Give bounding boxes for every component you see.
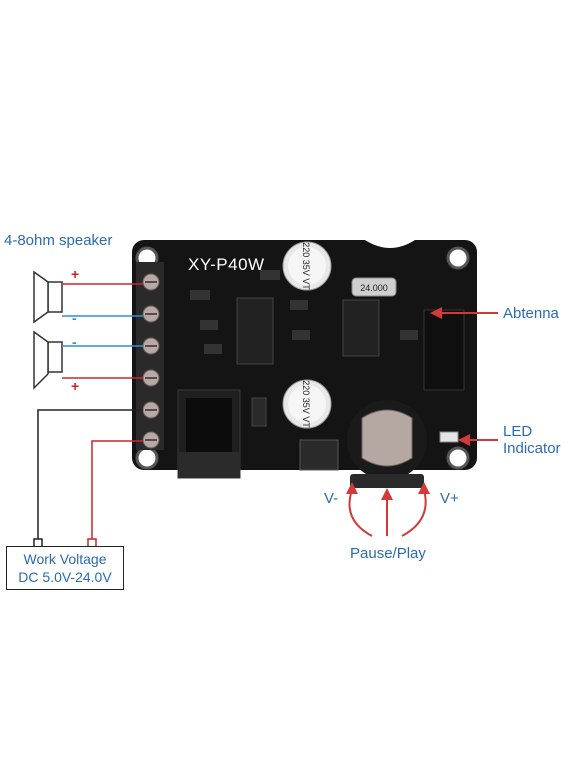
capacitor-bottom	[282, 379, 332, 429]
led-arrow	[458, 434, 498, 446]
antenna-arrow	[430, 307, 498, 319]
crystal-label: 24.000	[360, 283, 388, 293]
work-voltage-box: Work Voltage DC 5.0V-24.0V	[6, 546, 124, 590]
capacitor-top	[282, 241, 332, 291]
pause-play-label: Pause/Play	[350, 545, 426, 562]
speaker-label: 4-8ohm speaker	[4, 232, 113, 249]
components	[190, 270, 465, 471]
volume-down-label: V-	[324, 490, 339, 507]
dc-power-jack	[177, 389, 241, 479]
work-voltage-line1: Work Voltage	[23, 551, 107, 567]
speaker-bottom-icon	[33, 330, 63, 390]
work-voltage-line2: DC 5.0V-24.0V	[18, 569, 112, 585]
capacitor-bottom-label: 220 35V VT	[301, 380, 311, 428]
minus-sign-bottom: -	[72, 334, 77, 350]
led-label-line1: LED	[503, 423, 533, 440]
plus-sign-bottom: +	[71, 378, 80, 394]
plus-sign-top: +	[71, 266, 80, 282]
minus-sign-top: -	[72, 310, 77, 326]
volume-up-label: V+	[440, 490, 459, 507]
antenna-label: Abtenna	[503, 305, 559, 322]
capacitor-top-label: 220 35V VT	[301, 242, 311, 290]
speaker-wires	[62, 283, 143, 379]
screw-terminal-block	[136, 262, 164, 450]
led-label-line2: Indicator	[503, 440, 561, 457]
rotary-knob	[347, 400, 427, 488]
knob-control-arrows	[346, 482, 430, 537]
power-wires	[33, 409, 143, 548]
board-model-label: XY-P40W	[188, 255, 265, 274]
speaker-top-icon	[33, 270, 63, 324]
